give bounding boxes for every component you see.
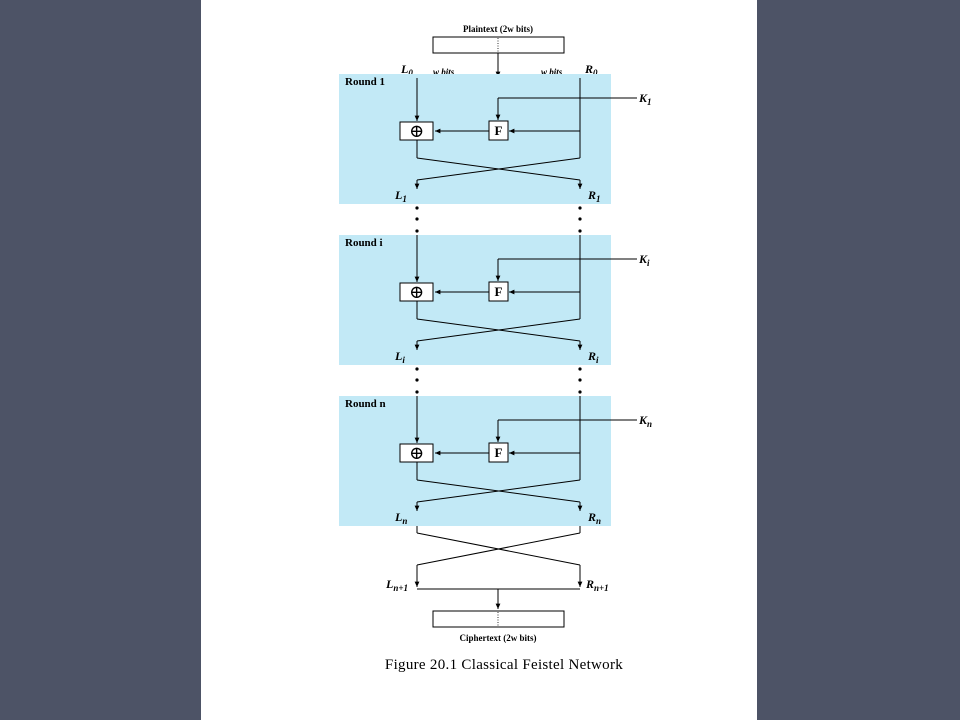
round-1-key-label: K1 — [638, 91, 652, 107]
round-n: Round n F ⊕ Kn Ln Rn — [339, 396, 652, 526]
final-right-label: Rn+1 — [585, 577, 609, 593]
round-1-out-left-label: L1 — [394, 188, 407, 204]
w-bits-left-label: w bits — [433, 67, 455, 77]
round-n-xor-icon: ⊕ — [409, 443, 424, 463]
round-i-title: Round i — [345, 237, 383, 249]
round-i-xor-icon: ⊕ — [409, 282, 424, 302]
final-cross-b — [416, 532, 581, 566]
round-n-key-label: Kn — [638, 413, 652, 429]
continuation-dots-1 — [415, 206, 582, 233]
round-i: Round i F ⊕ Ki Li Ri — [339, 235, 650, 365]
plaintext-box — [432, 36, 565, 54]
round-i-key-label: Ki — [638, 252, 650, 268]
round-n-out-left-label: Ln — [394, 510, 407, 526]
round-i-cross-b — [416, 318, 581, 342]
round-n-out-right-label: Rn — [587, 510, 601, 526]
round-1-f-label: F — [495, 123, 503, 138]
round-1: Round 1 F ⊕ K1 L1 R1 — [339, 74, 652, 204]
round-n-background — [339, 396, 611, 526]
ciphertext-box — [432, 610, 565, 628]
round-i-f-label: F — [495, 284, 503, 299]
w-bits-right-label: w bits — [541, 67, 563, 77]
final-swap: Ln+1 Rn+1 — [385, 526, 609, 609]
round-n-cross-b — [416, 479, 581, 503]
round-n-title: Round n — [345, 398, 386, 410]
round-n-f-label: F — [495, 445, 503, 460]
label-r0: R0 — [584, 62, 598, 78]
final-left-label: Ln+1 — [385, 577, 408, 593]
plaintext-label: Plaintext (2w bits) — [463, 24, 533, 34]
figure-page: Plaintext (2w bits) L0 w bits w bits R0 … — [201, 0, 757, 720]
round-i-out-right-label: Ri — [587, 349, 599, 365]
round-1-xor-icon: ⊕ — [409, 121, 424, 141]
round-i-out-left-label: Li — [394, 349, 405, 365]
round-1-out-right-label: R1 — [587, 188, 601, 204]
round-i-background — [339, 235, 611, 365]
label-l0: L0 — [400, 62, 413, 78]
ciphertext-label: Ciphertext (2w bits) — [460, 633, 537, 643]
round-1-background — [339, 74, 611, 204]
feistel-network-diagram: Plaintext (2w bits) L0 w bits w bits R0 … — [339, 24, 652, 673]
continuation-dots-2 — [415, 367, 582, 394]
round-1-title: Round 1 — [345, 76, 385, 88]
figure-caption: Figure 20.1 Classical Feistel Network — [385, 657, 623, 673]
round-1-cross-b — [416, 157, 581, 181]
